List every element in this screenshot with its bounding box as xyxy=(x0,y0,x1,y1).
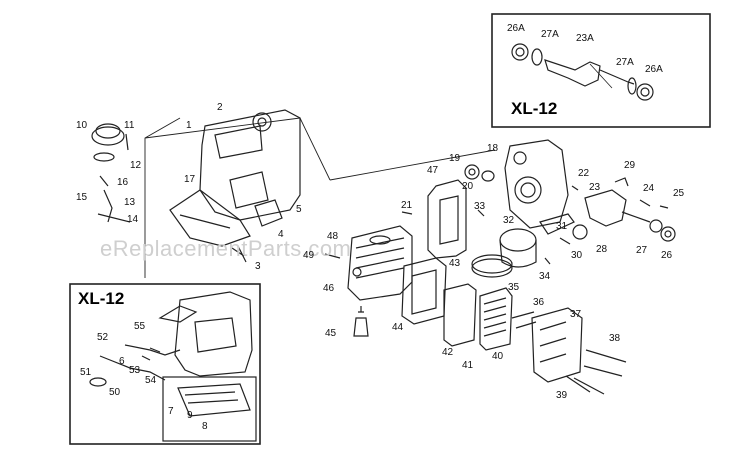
inset-title-crankshaft: XL-12 xyxy=(511,99,558,118)
inset-subbox xyxy=(162,376,257,442)
part-label: 30 xyxy=(571,250,583,261)
part-label: 29 xyxy=(624,160,636,171)
part-label: 47 xyxy=(427,165,439,176)
inset-title-tank: XL-12 xyxy=(78,289,125,308)
part-label: 9 xyxy=(187,410,193,421)
part-label: 2 xyxy=(217,102,223,113)
panel-outline xyxy=(144,117,496,278)
carburetor-drawing xyxy=(231,199,283,263)
part-label: 41 xyxy=(462,360,474,371)
part-label: 8 xyxy=(202,421,208,432)
part-label: 23 xyxy=(589,182,601,193)
part-label: 4 xyxy=(278,229,284,240)
part-label: 39 xyxy=(556,390,568,401)
cylinder-drawing xyxy=(324,225,413,301)
part-label: 51 xyxy=(80,367,92,378)
part-label: 35 xyxy=(508,282,520,293)
part-label: 55 xyxy=(134,321,146,332)
part-label: 34 xyxy=(539,271,551,282)
part-label: 24 xyxy=(643,183,655,194)
starter-drawing xyxy=(91,123,131,223)
part-label: 7 xyxy=(168,406,174,417)
part-label: 31 xyxy=(556,221,568,232)
part-label: 19 xyxy=(449,153,461,164)
piston-drawing xyxy=(471,228,551,278)
part-label: 49 xyxy=(303,250,315,261)
part-label: 15 xyxy=(76,192,88,203)
part-label: 22 xyxy=(578,168,590,179)
part-label: 26 xyxy=(661,250,673,261)
bolt-21-drawing xyxy=(401,211,413,215)
crankcase-drawing xyxy=(464,139,569,229)
part-label: 54 xyxy=(145,375,157,386)
part-label: 10 xyxy=(76,120,88,131)
watermark-text: eReplacementParts.com xyxy=(100,236,352,261)
part-label: 45 xyxy=(325,328,337,339)
gasket-drawing xyxy=(427,179,467,259)
crankshaft-drawing xyxy=(571,177,676,242)
part-label: 44 xyxy=(392,322,404,333)
part-label: 12 xyxy=(130,160,142,171)
part-label: 40 xyxy=(492,351,504,362)
part-label: 33 xyxy=(474,201,486,212)
part-label: 18 xyxy=(487,143,499,154)
muffler-drawing xyxy=(401,257,627,395)
part-label: 36 xyxy=(533,297,545,308)
part-label: 20 xyxy=(462,181,474,192)
part-label: 17 xyxy=(184,174,196,185)
part-label: 48 xyxy=(327,231,339,242)
part-label: 28 xyxy=(596,244,608,255)
connecting-rod-drawing xyxy=(539,213,588,245)
part-label: 32 xyxy=(503,215,515,226)
part-label: 50 xyxy=(109,387,121,398)
part-label: 43 xyxy=(449,258,461,269)
part-label: 11 xyxy=(124,120,135,131)
screw-33-drawing xyxy=(477,209,485,217)
part-label: 13 xyxy=(124,197,136,208)
inset-box-tank xyxy=(69,283,261,445)
spark-plug-drawing xyxy=(353,306,369,337)
part-label: 16 xyxy=(117,177,129,188)
part-label: 5 xyxy=(296,204,302,215)
part-label: 25 xyxy=(673,188,685,199)
part-label: 26A xyxy=(507,23,525,34)
part-label: 23A xyxy=(576,33,594,44)
crankshaft-inset-drawing xyxy=(511,43,654,101)
part-label: 27A xyxy=(616,57,634,68)
part-label: 37 xyxy=(570,309,582,320)
part-label: 3 xyxy=(255,261,261,272)
part-label: 26A xyxy=(645,64,663,75)
part-label: 46 xyxy=(323,283,335,294)
inset-box-crankshaft xyxy=(491,13,711,128)
part-label: 38 xyxy=(609,333,621,344)
part-label: 42 xyxy=(442,347,454,358)
part-label: 53 xyxy=(129,365,141,376)
part-label: 27A xyxy=(541,29,559,40)
part-label: 21 xyxy=(401,200,413,211)
tank-inset-drawing xyxy=(89,291,253,417)
part-label: 52 xyxy=(97,332,109,343)
part-label: 6 xyxy=(119,356,125,367)
part-label: 1 xyxy=(186,120,192,131)
part-label: 27 xyxy=(636,245,648,256)
part-label: 14 xyxy=(127,214,139,225)
